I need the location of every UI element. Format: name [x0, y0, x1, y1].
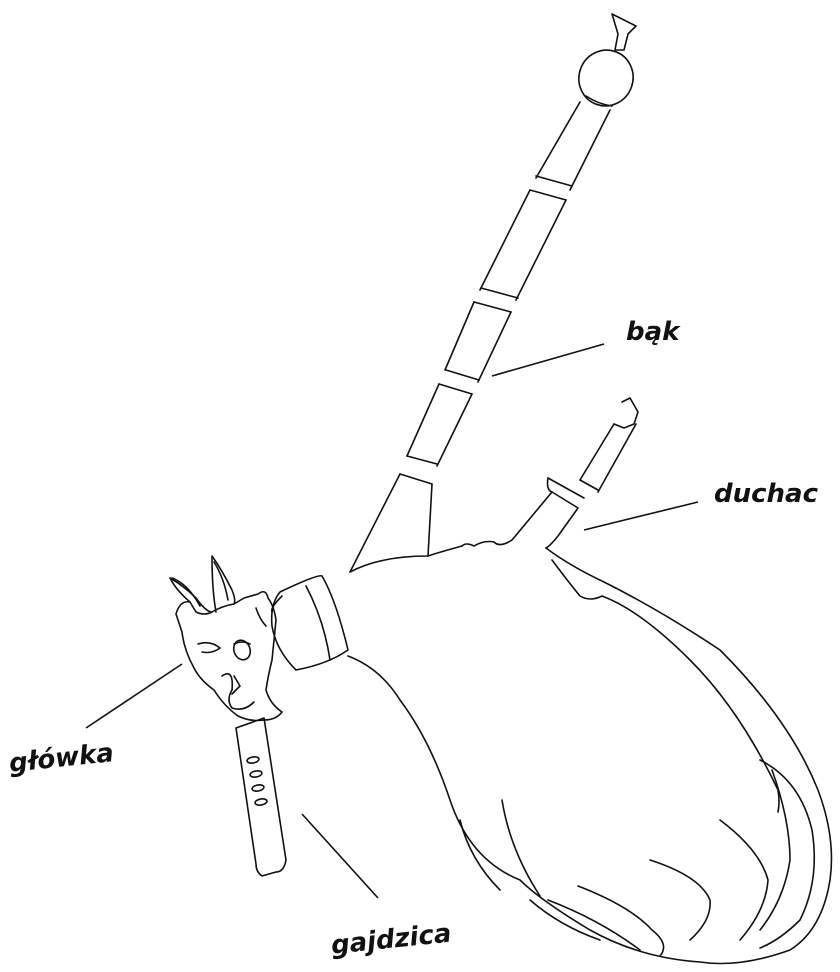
leader-gajdzica — [302, 814, 378, 898]
drone-bak — [350, 14, 641, 572]
label-glowka: główka — [8, 738, 116, 779]
label-bak: bąk — [626, 317, 681, 347]
bag — [348, 546, 832, 964]
label-duchac: duchac — [714, 479, 819, 509]
blowpipe-duchac — [462, 398, 638, 548]
label-gajdzica: gajdzica — [330, 919, 453, 961]
leader-duchac — [584, 502, 698, 530]
leader-glowka — [86, 664, 182, 728]
leader-bak — [492, 344, 604, 376]
goat-head-glowka — [170, 556, 348, 876]
